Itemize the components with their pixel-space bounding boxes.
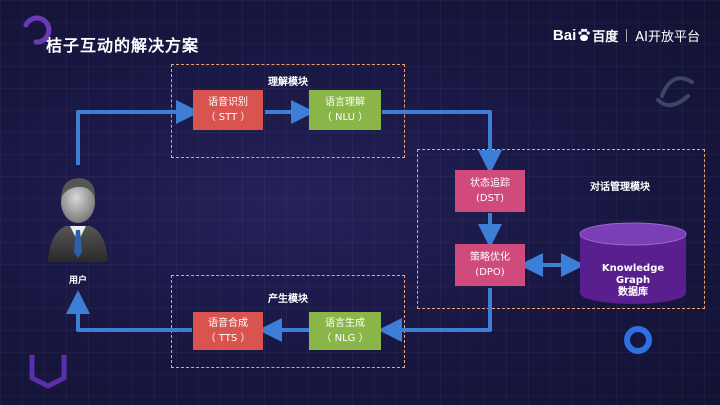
user-tie [74,230,82,258]
arrow-nlu-to-dst [382,110,502,174]
arrow-user-to-asr [76,100,200,165]
nlg-box: 语言生成 （ NLG ） [309,312,381,350]
user-label: 用户 [69,276,88,286]
tts-abbr: （ TTS ） [205,333,251,344]
generation-module-label: 产生模块 [268,294,308,305]
tts-box: 语音合成 （ TTS ） [193,312,263,350]
user-head [61,181,95,223]
asr-box: 语音识别 （ STT ） [193,90,263,130]
asr-name: 语音识别 [208,97,248,108]
dialog-module-border [417,149,705,309]
nlu-box: 语言理解 （ NLU ） [309,90,381,130]
brand-latin-text: Bai [552,26,577,44]
dialog-module-label: 对话管理模块 [590,182,650,193]
database-label: Knowledge Graph 数据库 [596,263,670,299]
tts-name: 语音合成 [208,318,248,329]
database-label-line3: 数据库 [618,287,648,298]
dst-box: 状态追踪 (DST) [455,170,525,212]
nlu-abbr: （ NLU ） [321,112,369,123]
database-label-line2: Graph [615,275,651,286]
user-hair [61,178,96,198]
dst-name: 状态追踪 [470,178,510,189]
purple-bracket-decoration [29,355,67,389]
generation-module-border [171,275,405,368]
database-top [579,222,687,246]
brand-divider [626,28,628,42]
database-body [580,234,686,304]
nlg-name: 语言生成 [325,318,365,329]
arrow-dpo-to-nlg [378,288,492,342]
brand-platform-text: AI开放平台 [635,29,700,45]
purple-arc-decoration [23,15,52,45]
baidu-paw-icon [578,28,591,41]
dpo-box: 策略优化 (DPO) [455,244,525,286]
dst-abbr: (DST) [476,193,504,204]
arrow-tts-to-user [66,290,192,332]
database-label-line1: Knowledge [601,263,665,274]
brand-cn-text: 百度 [592,29,619,45]
blue-ring-decoration [624,326,652,354]
understanding-module-label: 理解模块 [268,77,308,88]
nlg-abbr: （ NLG ） [321,333,369,344]
asr-abbr: （ STT ） [205,112,251,123]
gray-s-curve-decoration [656,76,694,108]
nlu-name: 语言理解 [325,97,365,108]
page-title: 桔子互动的解决方案 [46,36,200,55]
brand-logo: Bai 百度 AI开放平台 [553,25,700,45]
dpo-name: 策略优化 [470,252,510,263]
dpo-abbr: (DPO) [475,267,505,278]
